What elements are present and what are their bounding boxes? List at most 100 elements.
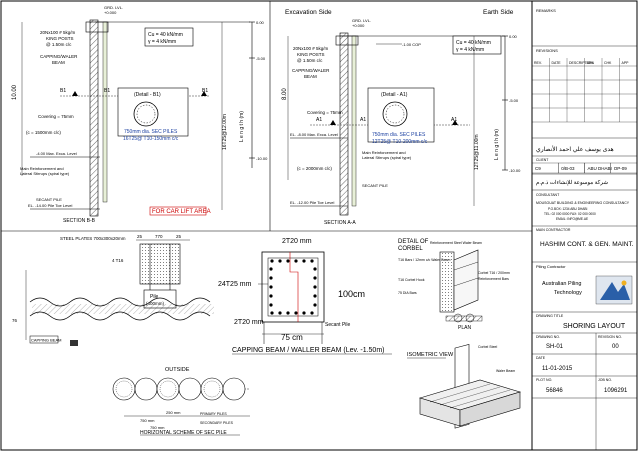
rebar-dot: [313, 276, 317, 280]
code-cell: ABU DHABI: [588, 166, 612, 171]
job-label: JOB NO.: [598, 378, 612, 382]
main-contractor-label: MAIN CONTRACTOR: [536, 228, 571, 232]
plot-value: 56846: [546, 388, 563, 394]
secant-pile-note: Secant Pile: [325, 322, 351, 328]
revision-column-header: DATE: [552, 61, 562, 65]
rebar-dot: [269, 294, 273, 298]
corbel-note-2: T16 Bars / 12mm c/c Waler Beam: [398, 258, 450, 262]
corbel-detail: DETAIL OF CORBEL Reinforcement Steel Wal…: [398, 239, 510, 331]
pile-toe-level-a: EL. -12.00 Pile Toe Level: [290, 200, 335, 205]
grd-lvl-value: +0.000: [104, 10, 117, 15]
dim-76: 76: [12, 318, 18, 323]
king-post-spacing-a: @ 1.50m c/c: [297, 58, 323, 63]
top-bars-dim: 2T20 mm: [282, 238, 312, 245]
grd-lvl-label: GRD. LVL.: [104, 5, 123, 10]
rebar-dot: [310, 311, 314, 315]
corbel-note-6: Reinforcement Bars: [478, 277, 509, 281]
dim-a: 25: [137, 234, 143, 239]
cu-value: Cu = 40 kN/mm: [148, 32, 183, 38]
rebar-dot: [294, 311, 298, 315]
rebar-dot: [270, 259, 274, 263]
horizontal-scheme-caption: HORIZONTAL SCHEME OF SEC PILE: [140, 430, 227, 436]
revision-no: 00: [612, 344, 619, 350]
king-post-bars-a: 20Nx100 # 5kg/m: [293, 46, 329, 51]
remarks-label: REMARKS: [536, 8, 556, 13]
secondary-piles-label: SECONDARY PILES: [200, 421, 234, 425]
pile-desc-2-a: 12T25@ T10-200mm c/c: [372, 139, 428, 145]
dim-b: 770: [155, 234, 163, 239]
iso-note-2: Waler Beam: [496, 369, 515, 373]
scale-top: 0.00: [256, 20, 265, 25]
rebar-dots: [269, 259, 317, 315]
plan-label: PLAN: [458, 325, 471, 331]
drawing-title-label: DRAWING TITLE: [536, 314, 564, 318]
scale-bot-a: -10.00: [509, 168, 521, 173]
covering-note: Covering = 75mm: [38, 114, 74, 119]
lateral-stirrups-note: Lateral Stirrups (spiral type): [20, 171, 70, 176]
secant-pile-circle: [156, 377, 180, 401]
piling-logo: [595, 275, 633, 305]
rebar-dot: [286, 311, 290, 315]
revision-column-header: DRN: [587, 61, 595, 65]
max-exc-level-a: EL. -8.00 Max. Exca. Level: [290, 132, 338, 137]
bottom-bars-dim: 2T20 mm: [234, 319, 264, 326]
section-b-b: GRD. LVL. +0.000 20Nx100 # 5kg/m KING PO…: [12, 5, 268, 224]
soil-params-box: Cu = 40 kN/mm γ = 4 kN/mm: [144, 27, 194, 47]
capping-beam-title: CAPPING BEAM / WALLER BEAM (Lev. -1.50m): [232, 347, 384, 354]
grd-lvl-label-a: GRD. LVL.: [352, 18, 371, 23]
capping-beam-label-a: CAPPING/WALER: [292, 68, 330, 73]
pile-size: (400mm): [146, 301, 165, 306]
rebar-dot: [313, 303, 317, 307]
rebar-dot: [302, 259, 306, 263]
drawing-title: SHORING LAYOUT: [563, 323, 626, 330]
piling-contractor-label: Piling Contractor: [536, 264, 566, 269]
king-post-spacing: @ 1.50m c/c: [46, 42, 72, 47]
capping-beam-section: 2T20 mm 24T25 mm 2T20 mm 100cm 75 cm Sec…: [218, 238, 392, 355]
pile-desc-1-a: 750mm dia. SEC PILES: [372, 132, 426, 138]
king-posts-label: KING POSTS: [46, 36, 74, 41]
consultant-address-2: TEL: 02 000 0000 FAX: 02 000 0000: [544, 212, 596, 216]
rebar-dot: [313, 294, 317, 298]
scale-bot: -10.00: [256, 156, 268, 161]
gamma-value: γ = 4 kN/mm: [148, 39, 176, 45]
excavation-side-label: Excavation Side: [285, 9, 332, 16]
rebar-dot: [269, 276, 273, 280]
pile-desc-1: 750mm dia. SEC PILES: [124, 129, 178, 135]
rebar-dot: [313, 285, 317, 289]
length-value-a: 12T25@11.00m: [474, 134, 480, 170]
piling-name-1: Australian Piling: [542, 281, 581, 287]
pile-cage: [159, 380, 177, 398]
rebar-dot: [269, 285, 273, 289]
a1-mid-marker: A1: [360, 117, 366, 123]
rebar-dot: [269, 267, 273, 271]
covering-note-a: Covering = 75mm: [307, 110, 343, 115]
section-a-a: Excavation Side Earth Side GRD. LVL. +0.…: [282, 9, 521, 226]
capping-beam-label-2: BEAM: [52, 60, 65, 65]
detail-a1-title: (Detail - A1): [381, 92, 408, 98]
rebar-dot: [313, 267, 317, 271]
length-value: 16T25@12.00m: [222, 114, 228, 150]
a1-right-marker: A1: [451, 117, 457, 123]
pile-right: [339, 32, 349, 216]
revision-column-header: CHK: [604, 61, 612, 65]
section-a-title: SECTION A-A: [324, 220, 356, 226]
capping-beam-label: CAPPING/WALER: [40, 54, 78, 59]
secant-pile-label-a: SECANT PILE: [362, 183, 388, 188]
corbel-note-4: 75 DIA Bars: [398, 291, 417, 295]
spacing-note-a: (c = 2000mm c/c): [297, 166, 332, 171]
rebar-dot: [310, 259, 314, 263]
main-reinf-note: Main Reinforcement and: [20, 166, 64, 171]
secant-pile-circle: [200, 377, 224, 401]
b1-mid-marker: B1: [104, 88, 110, 94]
dim-pile-3: 750 mm: [150, 425, 165, 430]
revision-column-header: APP: [622, 61, 630, 65]
secant-pile-circle: [112, 377, 136, 401]
lateral-stirrups-note-a: Lateral Stirrups (spiral type): [362, 155, 412, 160]
dim-pile-2: 250 mm: [166, 410, 181, 415]
main-reinf-note-a: Main Reinforcement and: [362, 150, 406, 155]
